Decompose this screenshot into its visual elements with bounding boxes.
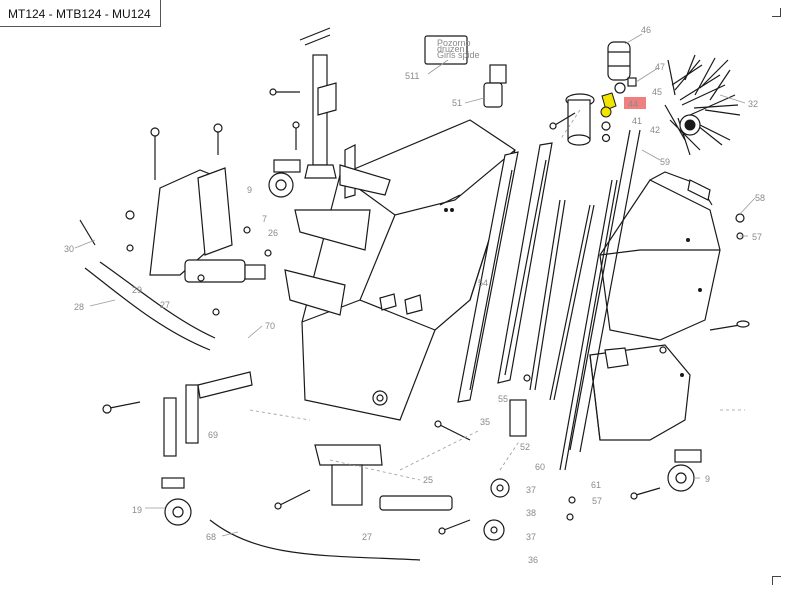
- sticker-line-3: Girls spide: [437, 50, 480, 60]
- label-47: 47: [655, 62, 665, 72]
- label-26: 26: [268, 228, 278, 238]
- label-35: 35: [480, 417, 490, 427]
- label-61: 61: [591, 480, 601, 490]
- label-9-top: 9: [247, 185, 252, 195]
- label-9-bottom: 9: [705, 474, 710, 484]
- motor-assembly: [565, 41, 637, 146]
- assembly-dashed-lines: [249, 109, 745, 481]
- label-42: 42: [650, 125, 660, 135]
- crop-mark-top-right: [772, 8, 781, 17]
- label-25: 25: [423, 475, 433, 485]
- label-41: 41: [632, 116, 642, 126]
- part-labels: 46 47 45 44 41 42 32 59 58 57 51 511 9 7…: [64, 25, 765, 565]
- label-60: 60: [535, 462, 545, 472]
- label-38: 38: [526, 508, 536, 518]
- caster-wheel-right: [667, 449, 702, 492]
- fasteners: [102, 88, 745, 535]
- left-frame-assembly: [149, 144, 391, 316]
- label-7: 7: [262, 214, 267, 224]
- long-shafts: [529, 129, 641, 471]
- highlighted-part-44[interactable]: [600, 92, 617, 143]
- label-44: 44: [628, 99, 638, 109]
- label-511: 511: [405, 71, 419, 81]
- lower-support-posts: [163, 371, 253, 457]
- caster-wheel-left: [161, 477, 192, 526]
- label-46: 46: [641, 25, 651, 35]
- label-68: 68: [206, 532, 216, 542]
- label-69: 69: [208, 430, 218, 440]
- sticker-line-1: Pozorno: [437, 38, 471, 48]
- label-32: 32: [748, 99, 758, 109]
- hydraulic-hoses: [79, 219, 421, 561]
- warning-sticker: Pozorno druzen Girls spide: [424, 35, 480, 65]
- label-45: 45: [652, 87, 662, 97]
- label-37-bottom: 37: [526, 532, 536, 542]
- label-59: 59: [660, 157, 670, 167]
- label-36: 36: [528, 555, 538, 565]
- label-19: 19: [132, 505, 142, 515]
- sticker-line-2: druzen: [437, 44, 465, 54]
- label-27-left: 27: [160, 300, 170, 310]
- right-housing-frame: [589, 171, 750, 441]
- label-55: 55: [498, 394, 508, 404]
- side-rails: [457, 142, 553, 403]
- label-58: 58: [755, 193, 765, 203]
- brush-rotor: [664, 54, 741, 156]
- label-51: 51: [452, 98, 462, 108]
- label-37-top: 37: [526, 485, 536, 495]
- hinge-block: [483, 64, 507, 108]
- lower-hitch: [314, 399, 527, 541]
- jack-stand: [299, 27, 337, 179]
- label-44-highlight: [624, 97, 646, 109]
- label-70: 70: [265, 321, 275, 331]
- label-57-top: 57: [752, 232, 762, 242]
- caster-wheel-top: [268, 159, 301, 198]
- label-30: 30: [64, 244, 74, 254]
- label-28: 28: [74, 302, 84, 312]
- label-29: 29: [132, 285, 142, 295]
- page-title: MT124 - MTB124 - MU124: [0, 0, 161, 27]
- crop-mark-bottom-right: [772, 576, 781, 585]
- label-27-bottom: 27: [362, 532, 372, 542]
- label-leaders: [74, 33, 756, 537]
- label-57-bottom: 57: [592, 496, 602, 506]
- label-54: 54: [478, 278, 488, 288]
- label-52: 52: [520, 442, 530, 452]
